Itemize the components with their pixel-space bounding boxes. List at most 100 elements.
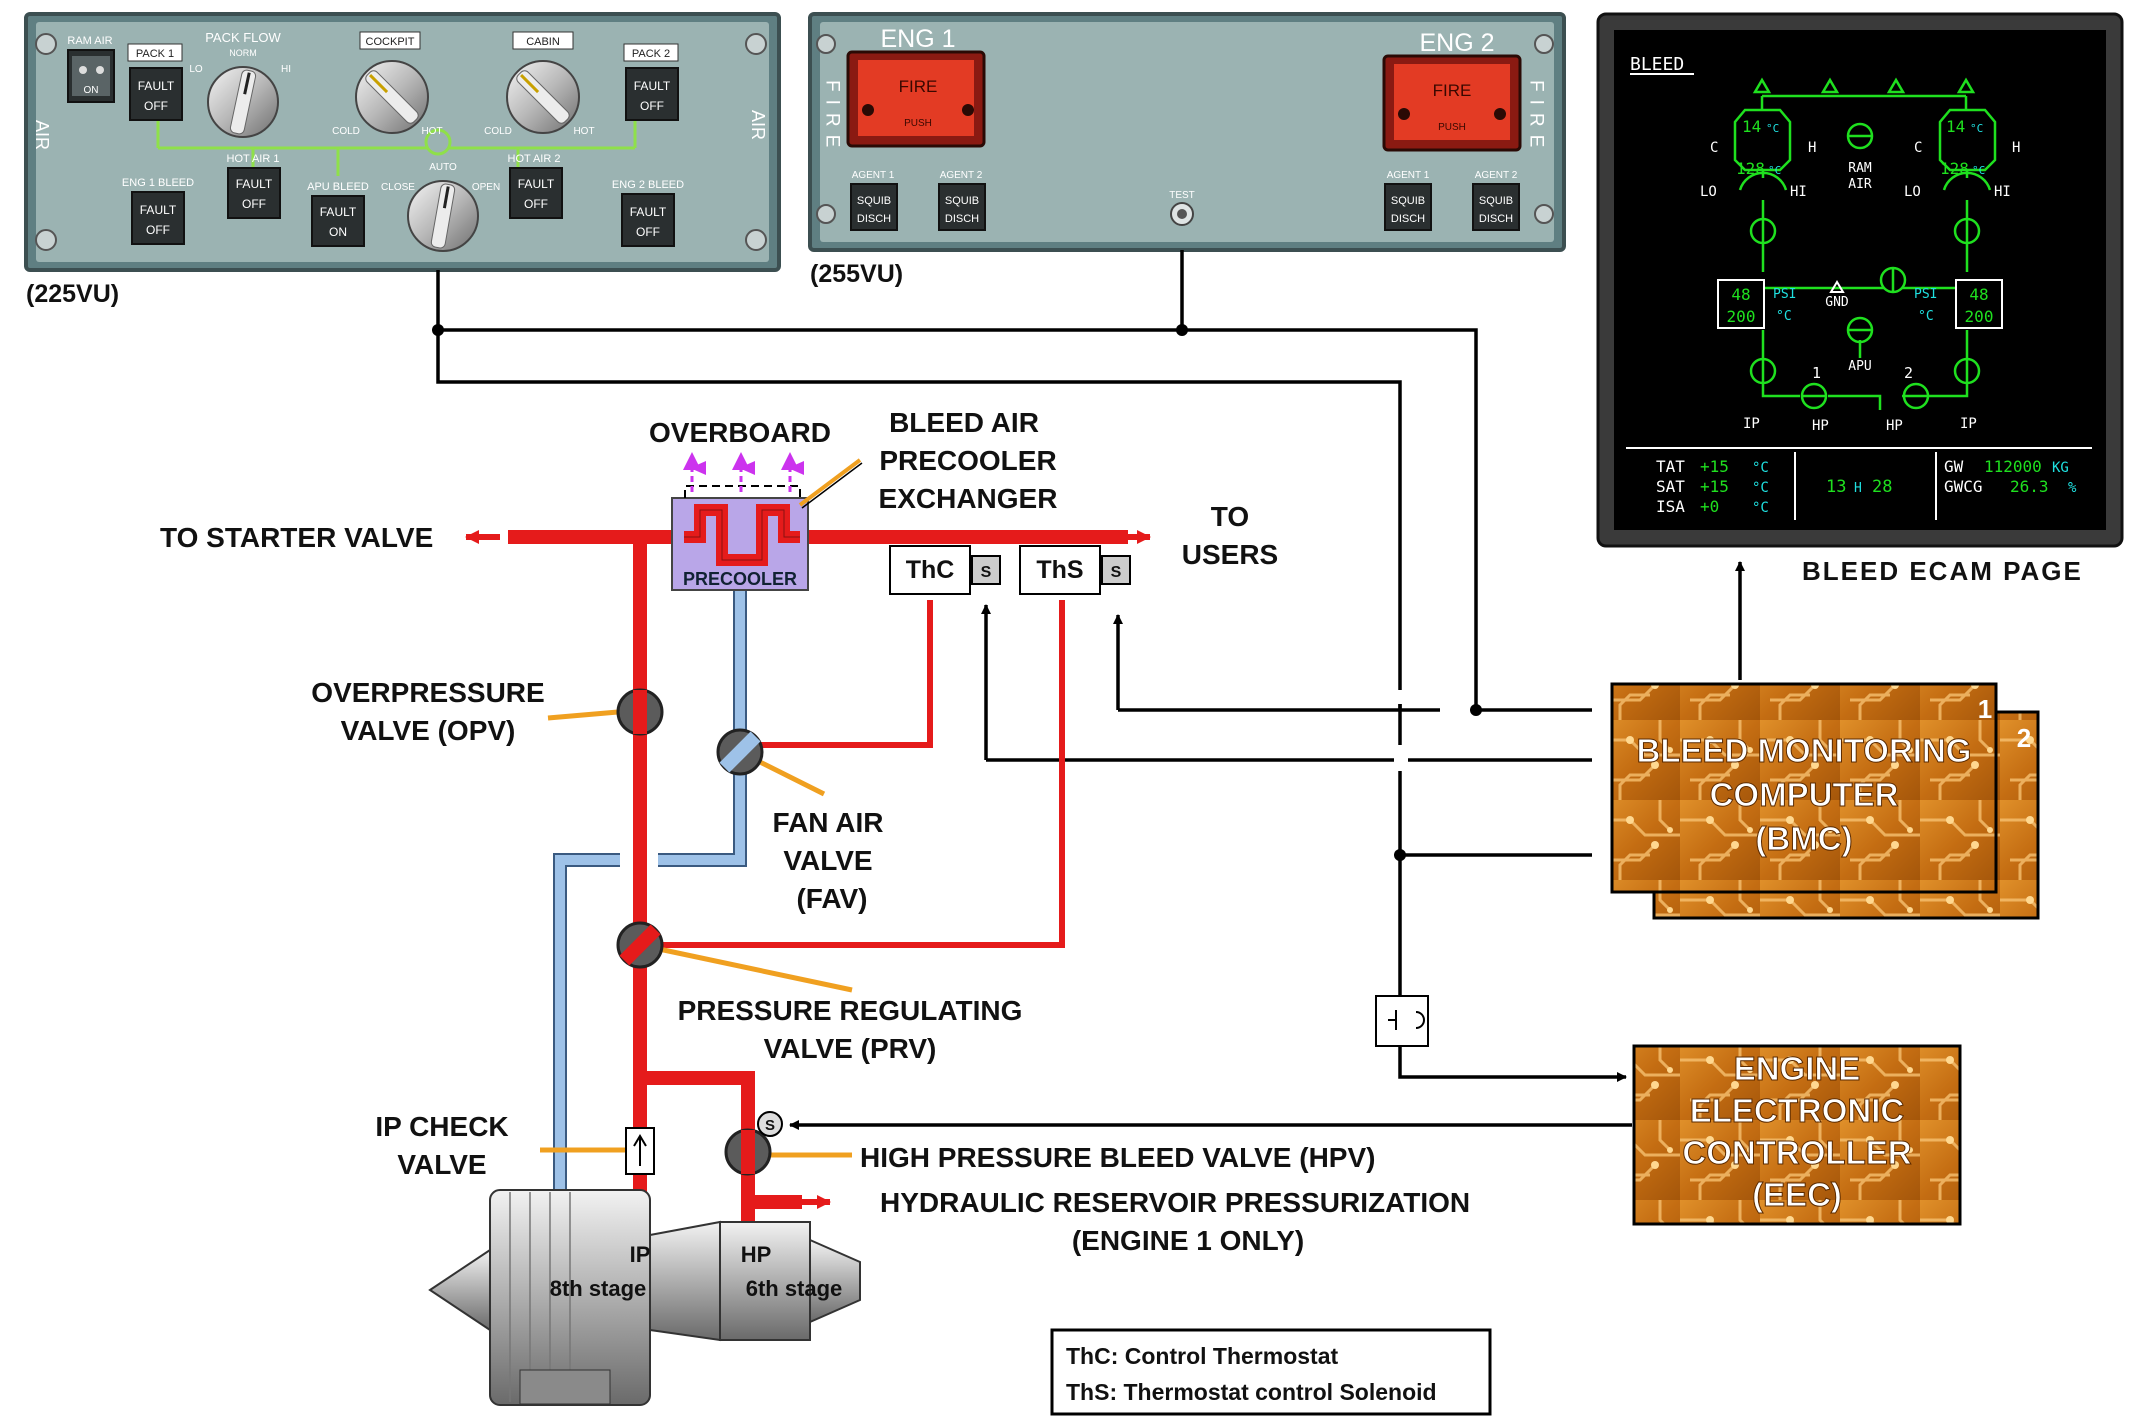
cabin-label: CABIN bbox=[526, 36, 560, 48]
bmc-number-2: 2 bbox=[2017, 723, 2031, 753]
ecam-eng2-num: 2 bbox=[1904, 364, 1913, 382]
pack1-label: PACK 1 bbox=[136, 48, 174, 60]
hpv-label: HIGH PRESSURE BLEED VALVE (HPV) bbox=[860, 1142, 1375, 1173]
xbleed-open-label: OPEN bbox=[472, 182, 500, 193]
ecam-sat-unit: °C bbox=[1752, 480, 1769, 496]
cabin-cold-label: COLD bbox=[484, 126, 512, 137]
hot-air1-button[interactable]: FAULT OFF bbox=[227, 167, 281, 219]
fire-side-label-left: FIRE bbox=[822, 80, 843, 155]
fan-air-valve bbox=[716, 728, 826, 797]
ecam-pack1-h: H bbox=[1808, 140, 1816, 156]
eec-label-line1: ENGINE bbox=[1734, 1050, 1861, 1087]
fire-panel-255vu: FIRE FIRE ENG 1 FIRE PUSH ENG 2 FIRE PUS… bbox=[808, 12, 1566, 252]
cabin-temp-knob[interactable] bbox=[506, 60, 580, 134]
apu-bleed-button[interactable]: FAULT ON bbox=[311, 195, 365, 247]
eng2-bleed-button[interactable]: FAULT OFF bbox=[621, 193, 675, 247]
ecam-ram-air-label-1: RAM bbox=[1848, 161, 1872, 176]
legend-thc: ThC: Control Thermostat bbox=[1066, 1343, 1338, 1369]
cockpit-cold-label: COLD bbox=[332, 126, 360, 137]
ecam-apu-label: APU bbox=[1848, 359, 1871, 374]
ecam-pack2-lo: LO bbox=[1904, 184, 1921, 200]
ecam-bleed2-psi: PSI bbox=[1914, 287, 1937, 302]
fav-label-line3: (FAV) bbox=[796, 883, 867, 914]
ecam-eng1-num: 1 bbox=[1812, 364, 1821, 382]
precooler-title-line3: EXCHANGER bbox=[879, 483, 1058, 514]
apu-bleed-fault-light: FAULT bbox=[320, 205, 357, 219]
to-users-label-line1: TO bbox=[1211, 501, 1249, 532]
cockpit-label: COCKPIT bbox=[366, 36, 415, 48]
ecam-bleed1-temp: 200 bbox=[1727, 307, 1756, 326]
ecam-pack1-outlet-temp: 14 bbox=[1742, 117, 1761, 136]
eng2-bleed-fault-light: FAULT bbox=[630, 205, 667, 219]
eng2-agent2-disch: DISCH bbox=[1479, 213, 1513, 225]
ecam-pack2-hi: HI bbox=[1994, 184, 2011, 200]
eng1-bleed-button[interactable]: FAULT OFF bbox=[131, 191, 185, 245]
cabin-hot-label: HOT bbox=[573, 126, 594, 137]
eng2-push-text: PUSH bbox=[1438, 122, 1466, 133]
eng2-fire-text: FIRE bbox=[1433, 81, 1472, 100]
signal-lines bbox=[436, 250, 1745, 1130]
eng2-agent1-squib: SQUIB bbox=[1391, 195, 1425, 207]
ecam-hp1-label: HP bbox=[1812, 418, 1829, 434]
eng1-agent2-button[interactable]: SQUIB DISCH bbox=[938, 183, 986, 231]
hot-air1-off-light: OFF bbox=[242, 197, 266, 211]
ecam-gwcg-value: 26.3 bbox=[2010, 477, 2049, 496]
pack1-button[interactable]: FAULT OFF bbox=[129, 67, 183, 121]
eng2-bleed-off-light: OFF bbox=[636, 225, 660, 239]
ecam-pack1-comp-unit: °C bbox=[1768, 164, 1781, 177]
eng1-push-text: PUSH bbox=[904, 118, 932, 129]
fire-test-label: TEST bbox=[1169, 190, 1195, 201]
ecam-bleed2-press: 48 bbox=[1969, 285, 1988, 304]
ecam-gwcg-unit: % bbox=[2068, 480, 2077, 496]
ecam-bleed-display: BLEED bbox=[1596, 12, 2124, 548]
eng2-agent2-squib: SQUIB bbox=[1479, 195, 1513, 207]
pack-flow-knob[interactable] bbox=[207, 66, 279, 138]
fire-test-button[interactable] bbox=[1170, 202, 1194, 226]
legend-ths: ThS: Thermostat control Solenoid bbox=[1066, 1379, 1437, 1405]
eec-switch-box bbox=[1375, 995, 1429, 1047]
eng2-fire-pushbutton[interactable]: FIRE PUSH bbox=[1382, 54, 1522, 152]
air-side-label-left: AIR bbox=[32, 120, 52, 150]
ecam-sat-value: +15 bbox=[1700, 477, 1729, 496]
fire-side-label-right: FIRE bbox=[1526, 80, 1547, 155]
engine-illustration: IP 8th stage HP 6th stage bbox=[428, 1189, 861, 1406]
precooler-title-line2: PRECOOLER bbox=[879, 445, 1056, 476]
eng1-agent2-disch: DISCH bbox=[945, 213, 979, 225]
eng1-agent1-button[interactable]: SQUIB DISCH bbox=[850, 183, 898, 231]
ram-air-button[interactable]: ON bbox=[67, 49, 115, 103]
eng1-fire-text: FIRE bbox=[899, 77, 938, 96]
eng1-agent2-label: AGENT 2 bbox=[940, 170, 983, 181]
eng2-agent1-button[interactable]: SQUIB DISCH bbox=[1384, 183, 1432, 231]
apu-bleed-label: APU BLEED bbox=[307, 181, 369, 193]
fav-label-line1: FAN AIR bbox=[773, 807, 884, 838]
air-side-label-right: AIR bbox=[748, 110, 768, 140]
eng2-bleed-label: ENG 2 BLEED bbox=[612, 179, 684, 191]
eng2-agent2-button[interactable]: SQUIB DISCH bbox=[1472, 183, 1520, 231]
hot-air2-button[interactable]: FAULT OFF bbox=[509, 167, 563, 219]
eng1-bleed-fault-light: FAULT bbox=[140, 203, 177, 217]
cockpit-temp-knob[interactable] bbox=[355, 60, 429, 134]
hot-air1-fault-light: FAULT bbox=[236, 177, 273, 191]
bleed-monitoring-computer: 2 1 BLEED MONITORING COMPUTER (BMC) bbox=[1610, 682, 2040, 920]
pack2-fault-light: FAULT bbox=[634, 79, 671, 93]
pack2-button[interactable]: FAULT OFF bbox=[625, 67, 679, 121]
xbleed-knob[interactable] bbox=[407, 180, 479, 252]
ip-check-valve bbox=[540, 1127, 655, 1175]
fan-air-duct bbox=[554, 580, 746, 1200]
ip-check-valve-label-line2: VALVE bbox=[397, 1149, 486, 1180]
ecam-sat-label: SAT bbox=[1656, 477, 1685, 496]
engine-electronic-controller: ENGINE ELECTRONIC CONTROLLER (EEC) bbox=[1632, 1044, 1962, 1226]
ecam-bleed2-degc: °C bbox=[1918, 309, 1934, 324]
ecam-gw-unit: KG bbox=[2052, 460, 2069, 476]
overboard-label: OVERBOARD bbox=[649, 417, 831, 448]
ecam-pack2-c: C bbox=[1914, 140, 1922, 156]
eng1-fire-pushbutton[interactable]: FIRE PUSH bbox=[846, 50, 986, 148]
apu-bleed-on-light: ON bbox=[329, 225, 347, 239]
thc-label: ThC bbox=[906, 556, 955, 584]
ecam-pack2-h: H bbox=[2012, 140, 2020, 156]
eng1-bleed-off-light: OFF bbox=[146, 223, 170, 237]
pack1-fault-light: FAULT bbox=[138, 79, 175, 93]
hydraulic-reservoir-label-line1: HYDRAULIC RESERVOIR PRESSURIZATION bbox=[880, 1187, 1470, 1218]
ecam-isa-value: +0 bbox=[1700, 497, 1719, 516]
ip-port-label: IP bbox=[630, 1242, 651, 1267]
